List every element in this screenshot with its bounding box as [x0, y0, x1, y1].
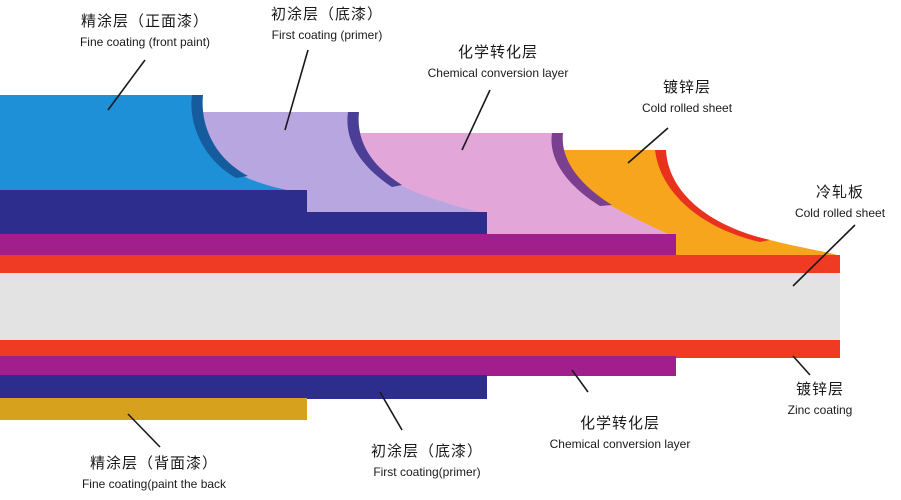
leader-first-coating-top [284, 49, 309, 131]
bottom-primer-band [0, 375, 487, 399]
top-zinc-band [0, 255, 840, 273]
leader-chemical-conversion-bottom [571, 369, 589, 393]
leader-cold-rolled-sheet [792, 224, 856, 287]
label-galvanized-top-en: Cold rolled sheet [641, 101, 733, 115]
label-first-coating-top: 初涂层（底漆） First coating (primer) [252, 5, 402, 42]
label-cold-rolled-sheet-en: Cold rolled sheet [794, 206, 886, 220]
label-galvanized-top: 镀锌层 Cold rolled sheet [622, 78, 752, 115]
leader-fine-coating-front [107, 59, 146, 111]
label-zinc-coating-bottom-en: Zinc coating [787, 403, 853, 417]
label-first-coating-top-zh: 初涂层（底漆） [270, 5, 383, 23]
leader-galvanized-top [627, 127, 669, 164]
leader-fine-coating-back [127, 413, 161, 448]
label-first-coating-bottom-en: First coating(primer) [373, 465, 481, 479]
leader-zinc-coating-bottom [792, 355, 811, 376]
top-primer-band [0, 190, 487, 237]
leader-lines [107, 49, 856, 448]
label-chemical-conversion-bottom-en: Chemical conversion layer [549, 437, 691, 451]
label-fine-coating-front: 精涂层（正面漆） Fine coating (front paint) [60, 12, 230, 49]
top-zinc-edge [655, 150, 770, 242]
top-first-coating-edge [347, 112, 402, 187]
label-chemical-conversion-bottom: 化学转化层 Chemical conversion layer [528, 414, 712, 451]
label-chemical-conversion-top: 化学转化层 Chemical conversion layer [408, 43, 588, 80]
top-conversion-band [0, 234, 676, 256]
bottom-conversion-band [0, 356, 676, 376]
label-fine-coating-back: 精涂层（背面漆） Fine coating(paint the back [62, 454, 246, 491]
label-cold-rolled-sheet: 冷轧板 Cold rolled sheet [780, 183, 900, 220]
top-fine-coating-edge [191, 95, 248, 178]
label-fine-coating-back-zh: 精涂层（背面漆） [89, 454, 218, 472]
label-zinc-coating-bottom: 镀锌层 Zinc coating [770, 380, 870, 417]
label-zinc-coating-bottom-zh: 镀锌层 [795, 380, 844, 398]
label-first-coating-bottom: 初涂层（底漆） First coating(primer) [352, 442, 502, 479]
label-chemical-conversion-top-zh: 化学转化层 [457, 43, 538, 61]
label-fine-coating-front-en: Fine coating (front paint) [79, 35, 211, 49]
label-cold-rolled-sheet-zh: 冷轧板 [815, 183, 864, 201]
bottom-back-coating [0, 398, 307, 420]
label-chemical-conversion-top-en: Chemical conversion layer [427, 66, 569, 80]
label-fine-coating-back-en: Fine coating(paint the back [81, 477, 227, 491]
leader-first-coating-bottom [379, 391, 403, 431]
top-chemical-conversion-edge [551, 133, 612, 206]
label-fine-coating-front-zh: 精涂层（正面漆） [80, 12, 209, 30]
label-chemical-conversion-bottom-zh: 化学转化层 [579, 414, 660, 432]
label-first-coating-bottom-zh: 初涂层（底漆） [370, 442, 483, 460]
leader-chemical-conversion-top [461, 89, 491, 151]
steel-core [0, 273, 840, 340]
label-galvanized-top-zh: 镀锌层 [662, 78, 711, 96]
label-first-coating-top-en: First coating (primer) [271, 28, 383, 42]
bottom-zinc-band [0, 340, 840, 358]
